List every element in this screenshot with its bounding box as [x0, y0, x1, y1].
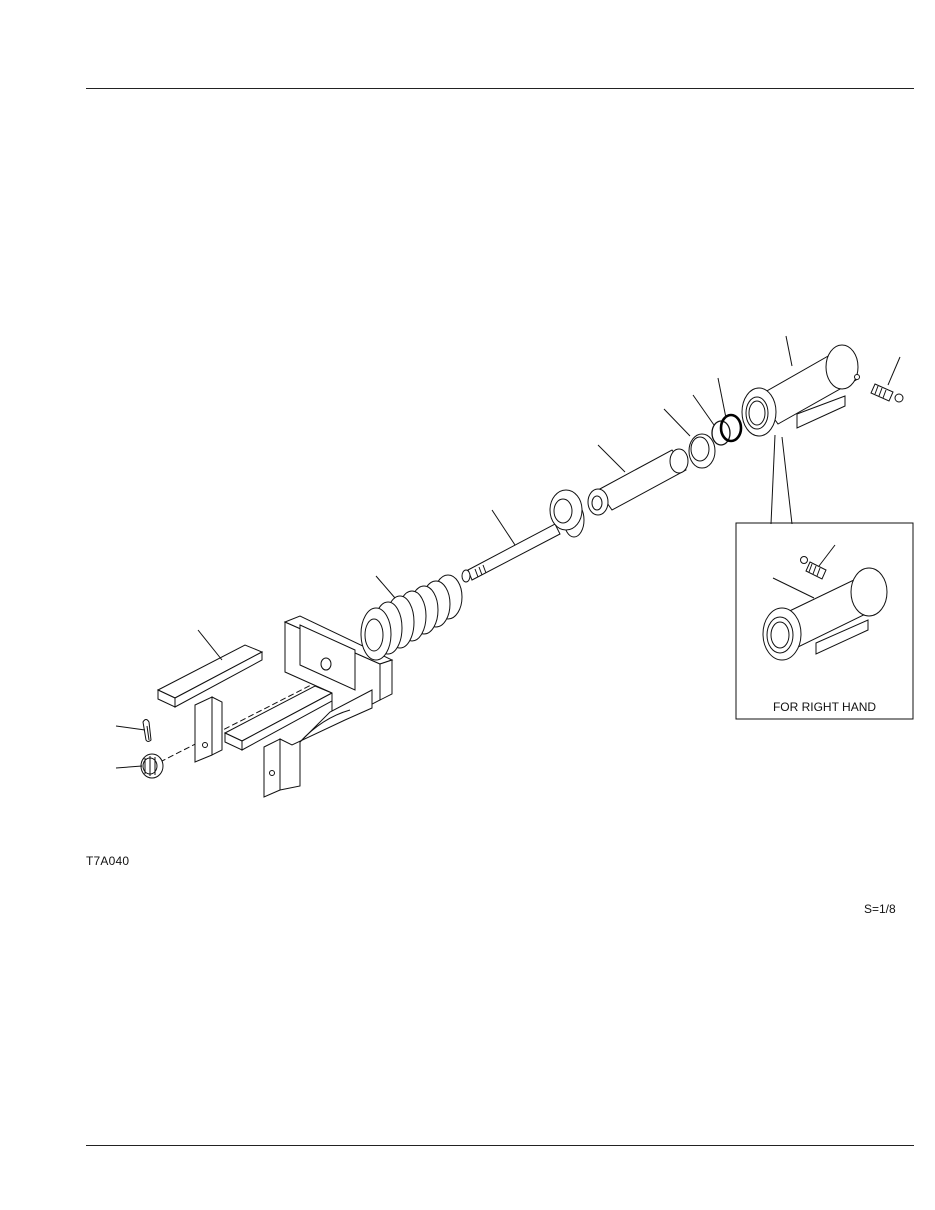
recoil-spring-part [360, 574, 463, 661]
cotter-pin-part [142, 719, 152, 742]
header-rule [86, 88, 914, 89]
spacer-part [587, 448, 689, 516]
scale-label: S=1/8 [864, 902, 896, 916]
seal-part [688, 433, 716, 469]
nut-part [140, 753, 164, 779]
leader-lines [115, 335, 901, 769]
snap-ring-part [711, 413, 743, 446]
right-hand-inset [735, 522, 914, 720]
yoke-frame-part [156, 615, 394, 798]
cylinder-part [741, 344, 860, 437]
figure-code: T7A040 [86, 854, 130, 868]
inset-caption: FOR RIGHT HAND [772, 700, 877, 714]
rod-part [461, 489, 585, 583]
footer-rule [86, 1145, 914, 1146]
grease-fitting-part [870, 383, 904, 403]
